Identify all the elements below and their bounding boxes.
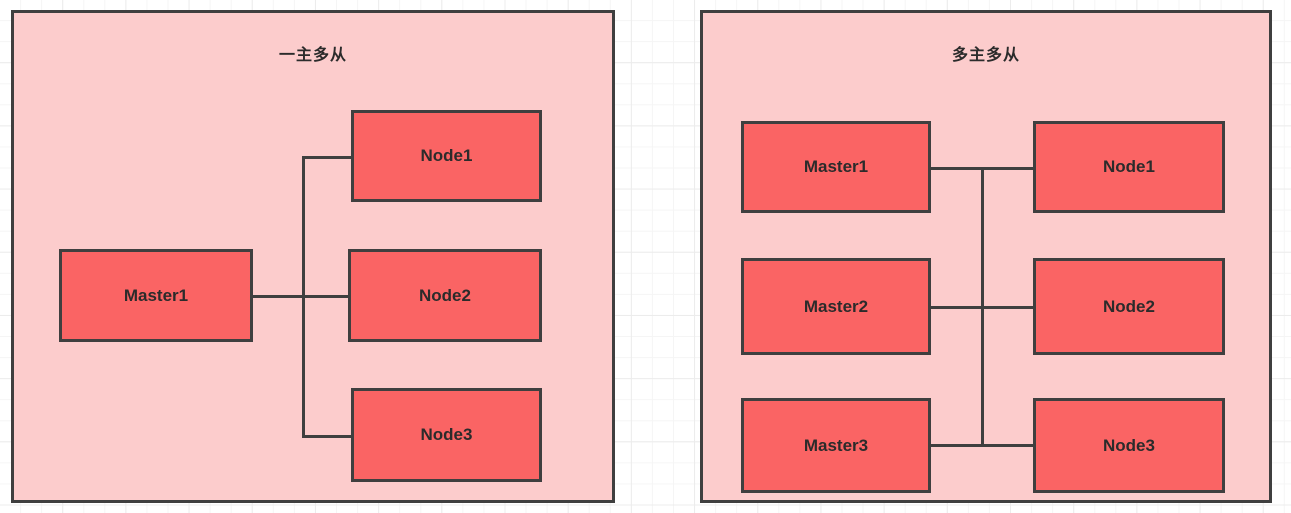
connector-bus-right: [981, 167, 984, 444]
node-box-node3-right[interactable]: Node3: [1033, 398, 1225, 493]
node-box-label: Node2: [1103, 296, 1155, 316]
connector-master1-node2-left: [253, 295, 348, 298]
connector-master1-node3-left: [302, 435, 351, 438]
panel-multi-master[interactable]: 多主多从 Master1 Master2 Master3 Node1 Node2…: [700, 10, 1272, 503]
panel-single-master-title: 一主多从: [278, 47, 347, 64]
node-box-label: Master2: [803, 296, 869, 316]
node-box-node2-left[interactable]: Node2: [348, 249, 542, 342]
node-box-label: Node1: [1103, 157, 1155, 176]
node-box-node1-right[interactable]: Node1: [1033, 121, 1225, 213]
node-box-label: Node2: [419, 285, 471, 305]
connector-master3-node3-right: [931, 444, 1033, 447]
connector-master2-node2-right: [931, 306, 1033, 309]
connector-master1-node1-left: [302, 156, 351, 159]
node-box-master1-left[interactable]: Master1: [59, 249, 253, 342]
node-box-node2-right[interactable]: Node2: [1033, 258, 1225, 355]
node-box-node1-left[interactable]: Node1: [351, 110, 542, 202]
node-box-label: Node1: [420, 146, 473, 165]
panel-single-master[interactable]: 一主多从 Master1 Node1 Node2 Node3: [11, 10, 615, 503]
node-box-label: Master1: [803, 157, 869, 176]
panel-multi-master-title: 多主多从: [951, 47, 1020, 64]
node-box-node3-left[interactable]: Node3: [351, 388, 542, 482]
connector-master1-node1-right: [931, 167, 1033, 170]
node-box-label: Master3: [803, 435, 869, 455]
node-box-master2-right[interactable]: Master2: [741, 258, 931, 355]
node-box-master1-right[interactable]: Master1: [741, 121, 931, 213]
node-box-label: Master1: [123, 285, 189, 305]
node-box-master3-right[interactable]: Master3: [741, 398, 931, 493]
node-box-label: Node3: [1103, 435, 1155, 455]
node-box-label: Node3: [420, 425, 473, 444]
